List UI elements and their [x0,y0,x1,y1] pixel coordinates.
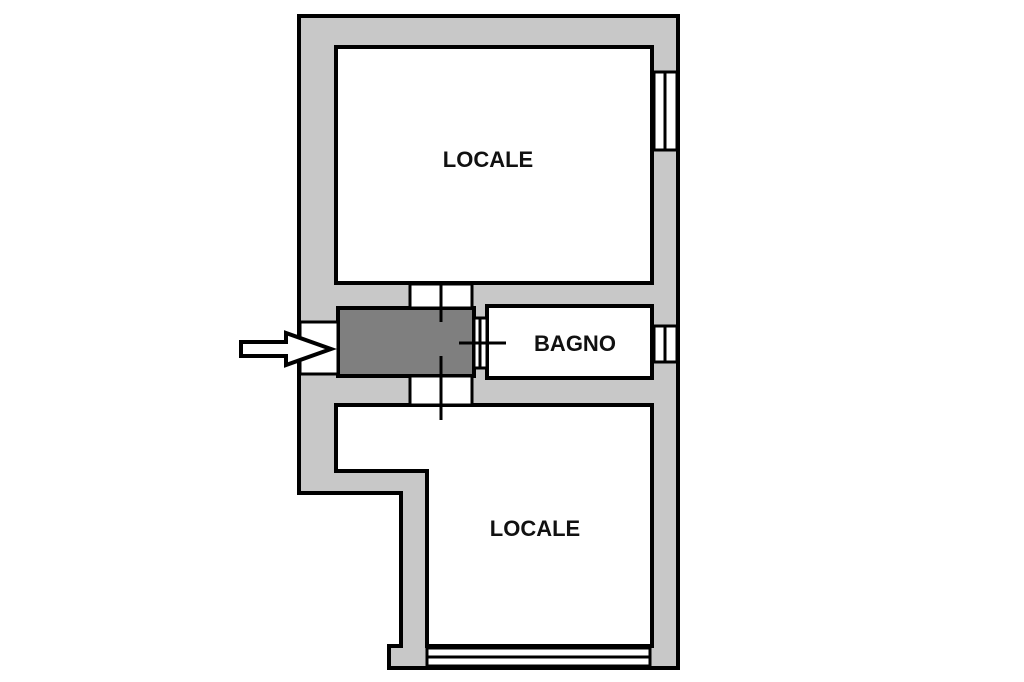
door-bath [459,316,506,370]
door-upper [408,282,474,322]
room-lower [334,403,654,648]
window-lower [425,646,652,668]
room-lower-label: LOCALE [490,516,580,541]
hallway [336,306,476,378]
window-bath [652,324,679,364]
room-bath-label: BAGNO [534,331,616,356]
room-upper-label: LOCALE [443,147,533,172]
entrance-arrow-icon [239,330,337,368]
room-bath [485,304,654,380]
window-upper [652,70,679,152]
door-lower [408,356,474,420]
room-upper [334,45,654,285]
